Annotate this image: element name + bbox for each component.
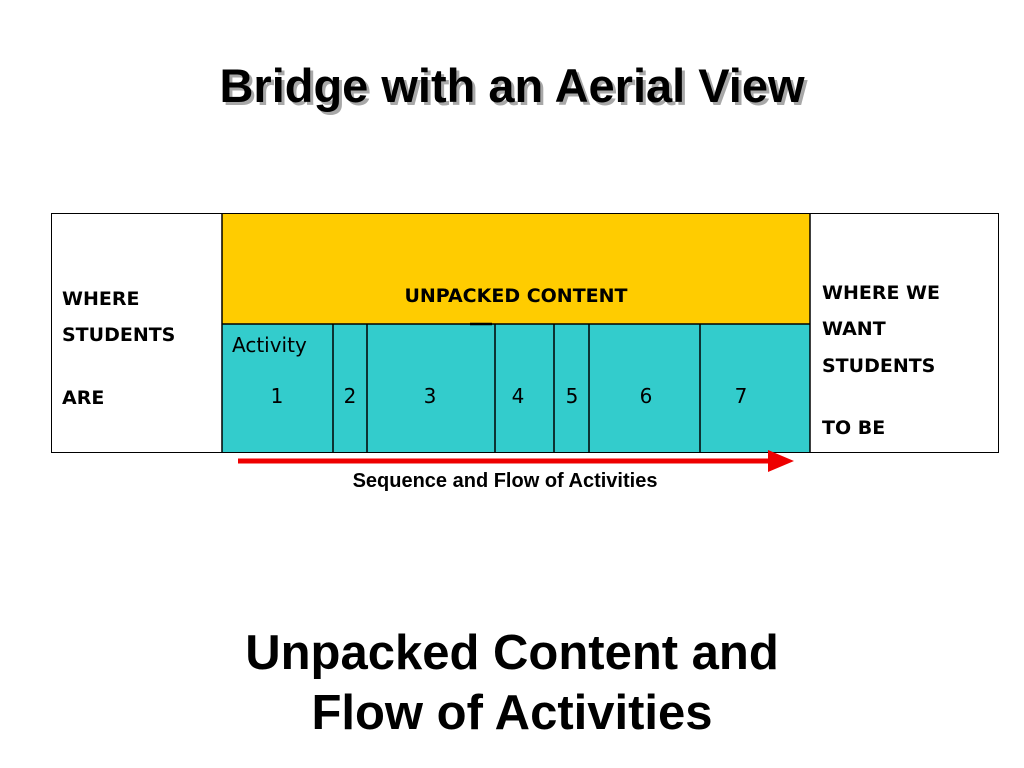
activity-word: Activity: [232, 333, 307, 357]
right-cell-line-students: STUDENTS: [822, 355, 936, 377]
unpacked-content-header: [222, 214, 810, 324]
left-cell-line-are: ARE: [62, 387, 105, 409]
right-cell-line-where-we: WHERE WE: [822, 282, 940, 304]
activity-number-3: 3: [423, 384, 437, 408]
activity-number-1: 1: [270, 384, 284, 408]
left-cell-line-where: WHERE: [62, 288, 140, 310]
activity-number-2: 2: [343, 384, 357, 408]
activity-number-4: 4: [511, 384, 525, 408]
unpacked-content-label: UNPACKED CONTENT: [404, 285, 628, 307]
activities-band: [222, 324, 810, 452]
right-cell-line-want: WANT: [822, 318, 886, 340]
flow-arrow-head: [768, 450, 794, 472]
slide-title: Bridge with an Aerial View: [219, 59, 805, 112]
activity-number-6: 6: [639, 384, 653, 408]
activity-number-5: 5: [565, 384, 579, 408]
bottom-title-line-1: Unpacked Content and: [245, 626, 779, 680]
left-cell-line-students: STUDENTS: [62, 324, 176, 346]
activity-number-7: 7: [734, 384, 748, 408]
bottom-title: Unpacked Content and Flow of Activities: [0, 623, 1024, 743]
bottom-title-line-2: Flow of Activities: [311, 686, 713, 740]
flow-arrow-caption: Sequence and Flow of Activities: [352, 470, 658, 492]
right-cell-line-to-be: TO BE: [822, 417, 886, 439]
